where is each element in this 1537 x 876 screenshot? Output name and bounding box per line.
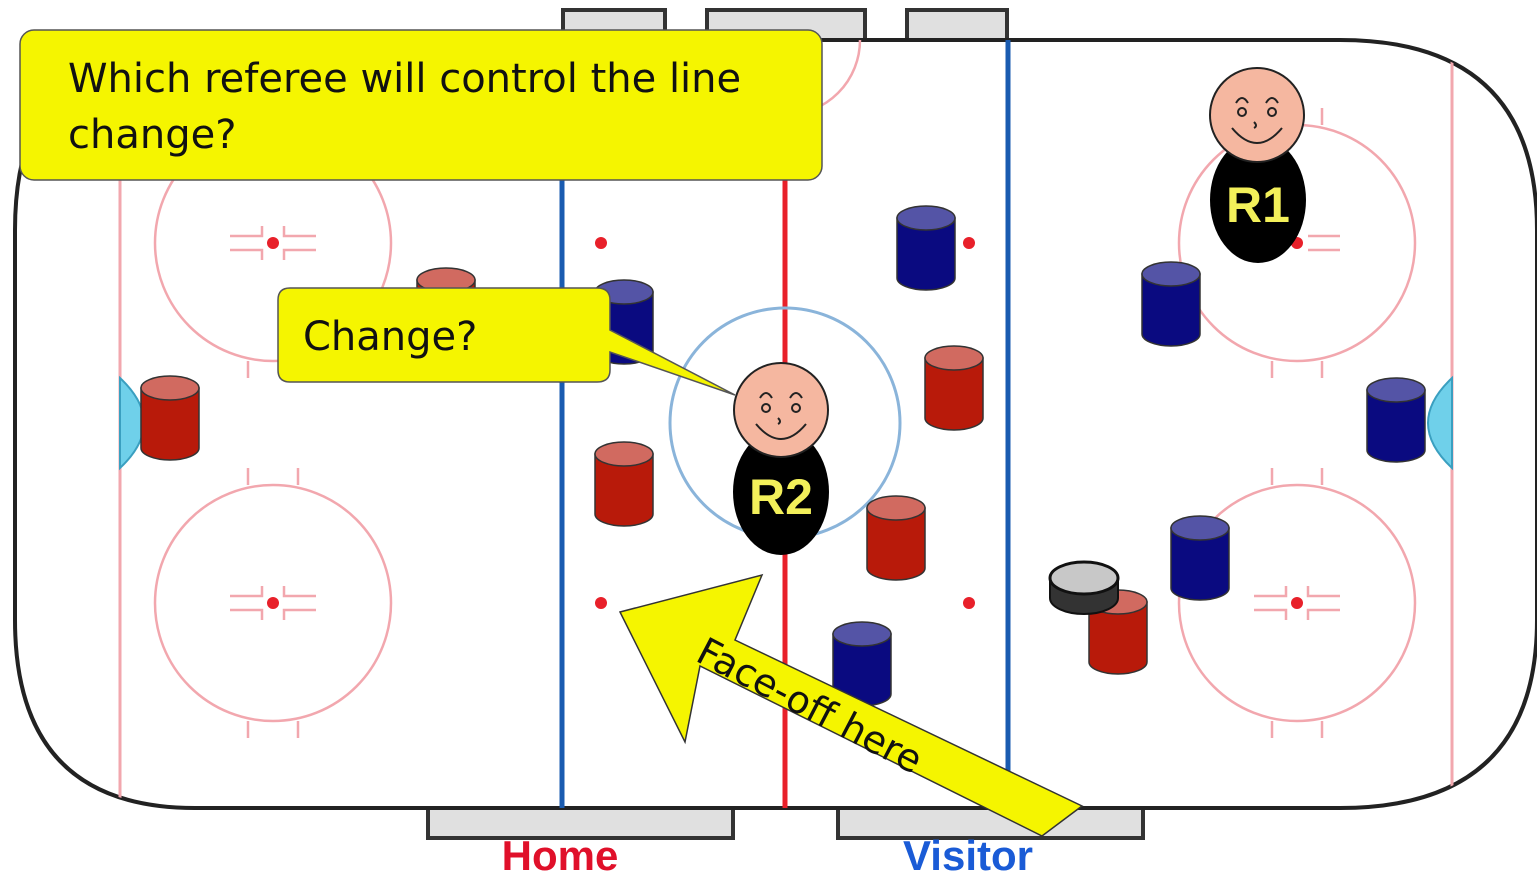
visitor-player: [896, 205, 956, 291]
player-cylinder-icon: [1088, 601, 1148, 675]
player-cylinder-top: [594, 441, 654, 467]
player-cylinder-top: [1366, 377, 1426, 403]
referee-icon: [733, 429, 829, 555]
player-cylinder-top: [832, 621, 892, 647]
question-callout: Which referee will control the line chan…: [19, 29, 823, 181]
referee-r1: R1: [1209, 67, 1306, 263]
player-cylinder-icon: [866, 507, 926, 581]
player-cylinder-icon: [1141, 273, 1201, 347]
speech-bubble: Change?: [277, 287, 736, 396]
referee-r1-label: R1: [1226, 177, 1290, 233]
question-line-1: Which referee will control the line: [68, 56, 741, 102]
home-player: [594, 441, 654, 527]
player-cylinder-top: [866, 495, 926, 521]
player-cylinder-top: [1170, 515, 1230, 541]
goal-crease-right: [1427, 375, 1453, 471]
home-player: [924, 345, 984, 431]
referee-icon: [1210, 137, 1306, 263]
home-player: [866, 495, 926, 581]
visitor-bench-label: Visitor: [903, 832, 1033, 876]
home-bench-label: Home: [502, 832, 619, 876]
question-line-2: change?: [68, 112, 236, 158]
speech-bubble-text: Change?: [303, 314, 477, 360]
player-cylinder-icon: [1366, 389, 1426, 463]
player-cylinder-top: [1141, 261, 1201, 287]
home-player: [140, 375, 200, 461]
faceoff-dots: [267, 237, 1303, 609]
player-cylinder-icon: [924, 357, 984, 431]
visitor-player: [1366, 377, 1426, 463]
player-cylinder-icon: [896, 217, 956, 291]
player-cylinder-icon: [140, 387, 200, 461]
player-cylinder-top: [140, 375, 200, 401]
referee-r2-label: R2: [749, 469, 813, 525]
visitor-player: [1170, 515, 1230, 601]
referee-r2: R2: [733, 362, 829, 555]
visitor-player: [1141, 261, 1201, 347]
player-cylinder-top: [896, 205, 956, 231]
puck-icon: [1048, 560, 1120, 615]
player-cylinder-icon: [594, 453, 654, 527]
player-cylinder-icon: [1170, 527, 1230, 601]
player-cylinder-top: [924, 345, 984, 371]
